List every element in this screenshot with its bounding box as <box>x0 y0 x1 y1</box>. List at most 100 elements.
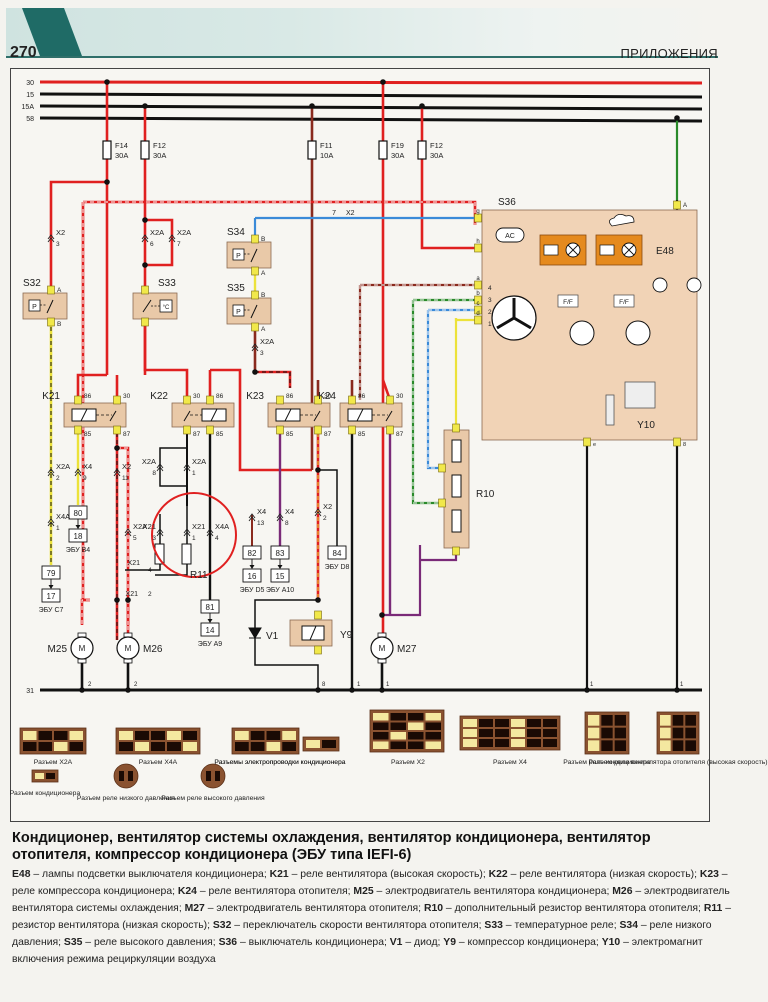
s35-k23 <box>255 370 292 388</box>
terminal-pin <box>141 317 149 327</box>
connector-chevron-icon <box>47 468 55 477</box>
legend-item-R11: R11 – резистор вентилятора (низкая скоро… <box>12 903 731 931</box>
relay-pin-label: 86 <box>216 393 224 400</box>
connector-cavity <box>479 739 493 747</box>
switch-contact-icon <box>250 248 258 263</box>
wiring-diagram: 301515A5831F1430AF1230AF1110AF1930AF1230… <box>10 79 768 802</box>
junction-dot <box>114 445 120 451</box>
fuse-id-1: F12 <box>153 141 166 150</box>
terminal-pin <box>113 425 121 435</box>
arrow-icon <box>75 525 81 529</box>
connector-chevron-icon <box>156 463 164 472</box>
legend-code: M27 <box>184 903 205 914</box>
junction-dot <box>380 79 386 85</box>
ecu-wire-number: 80 <box>74 509 83 518</box>
terminal-pin <box>452 546 460 556</box>
connector-pin: 6 <box>150 241 154 248</box>
connector-chevron-icon <box>251 343 259 352</box>
connector-cavity <box>463 739 477 747</box>
bus-15 <box>39 92 703 99</box>
connector-cavity <box>235 731 249 740</box>
connector-cavity <box>672 715 684 726</box>
led-icon <box>599 244 615 256</box>
legend-code: K21 <box>269 869 289 880</box>
connector-cavity <box>266 731 281 740</box>
junction-dot <box>379 687 385 693</box>
connector-cavity <box>463 729 477 737</box>
terminal-pin <box>47 317 55 327</box>
connector-cavity <box>119 742 133 751</box>
switch-symbol: P <box>236 253 241 260</box>
resistor-icon <box>451 474 462 498</box>
legend-text: – лампы подсветки выключателя кондиционе… <box>30 869 270 880</box>
motor-label-M27: M27 <box>397 644 417 655</box>
lamp-cross <box>567 244 579 256</box>
connector-name: X2A <box>192 457 206 466</box>
lamp-icon <box>686 277 702 293</box>
junction-dot <box>142 217 148 223</box>
legend-text: – компрессор кондиционера; <box>456 937 602 948</box>
connector-view-label-8: Разъем реле низкого давления <box>77 795 176 802</box>
connector-cavity <box>672 727 684 739</box>
legend-item-V1: V1 – диод; <box>390 937 444 948</box>
legend-item-S34: S34 – реле низкого давления; <box>12 920 712 948</box>
connector-name: X2 <box>346 210 355 217</box>
terminal-pin <box>251 290 259 300</box>
terminal-pin <box>386 395 394 405</box>
fuse-id-4: F12 <box>430 141 443 150</box>
connector-pin: 1 <box>192 535 196 542</box>
switch-symbol: °C <box>163 305 170 311</box>
connector-cavity <box>495 739 509 747</box>
terminal-pin <box>251 234 259 244</box>
connector-cavity <box>601 715 613 726</box>
connector-pin: 7 <box>332 210 336 217</box>
terminal-pin <box>438 463 446 473</box>
connector-cavity <box>119 731 133 740</box>
switch-label-S33: S33 <box>158 278 176 289</box>
feed-f12b <box>420 106 475 250</box>
fuse-icon <box>140 140 150 160</box>
ac-label: AC <box>505 233 515 240</box>
connector-name: X2 <box>122 462 131 471</box>
connector-cavity <box>151 742 165 751</box>
legend-code: R10 <box>423 903 444 914</box>
junction-dot <box>125 687 131 693</box>
connector-cavity <box>614 715 626 726</box>
connector-cavity <box>408 713 424 721</box>
fuse-id-0: F14 <box>115 141 128 150</box>
relay-coil-slash <box>356 408 364 422</box>
connector-chevron-icon <box>113 468 121 477</box>
connector-cavity <box>588 740 600 751</box>
s36-pin-label: c <box>477 301 480 307</box>
legend-item-M25: M25 – электродвигатель вентилятора конди… <box>353 886 612 897</box>
s36-pin-label: A <box>683 203 687 209</box>
legend-text: – реле вентилятора отопителя; <box>196 886 354 897</box>
lamp-label-E48: E48 <box>656 246 674 257</box>
green-line-stripe <box>412 300 440 504</box>
dashed-loop <box>83 200 477 225</box>
switch-contact-icon <box>250 304 258 319</box>
resistor-icon <box>181 543 192 565</box>
legend-item-K22: K22 – реле вентилятора (низкая скорость)… <box>489 869 700 880</box>
ecu-wire-number: 81 <box>206 603 215 612</box>
ecu-label: ЭБУ A9 <box>198 641 223 648</box>
legend-code: K23 <box>699 869 719 880</box>
connector-name: X4A <box>215 522 229 531</box>
junction-dot <box>142 262 148 268</box>
relay-pin-label: 85 <box>286 431 294 438</box>
connector-view-9 <box>200 763 226 789</box>
terminal-pin <box>74 395 82 405</box>
connector-view-label-3: Разъем X2 <box>391 759 425 766</box>
connector-name: X4 <box>285 507 294 516</box>
terminal-pin <box>251 266 259 276</box>
legend-item-S32: S32 – переключатель скорости вентилятора… <box>213 920 485 931</box>
junction-dot <box>349 687 355 693</box>
legend-item-Y9: Y9 – компрессор кондиционера; <box>443 937 601 948</box>
s33-bypass <box>145 218 174 267</box>
connector-cavity <box>69 742 83 751</box>
figure-caption: Кондиционер, вентилятор системы охлажден… <box>12 830 732 968</box>
bus-30 <box>39 80 703 85</box>
relay-label-K23: K23 <box>246 391 264 402</box>
relay-pin-label: 87 <box>324 431 332 438</box>
relay-contact-icon <box>385 410 393 422</box>
